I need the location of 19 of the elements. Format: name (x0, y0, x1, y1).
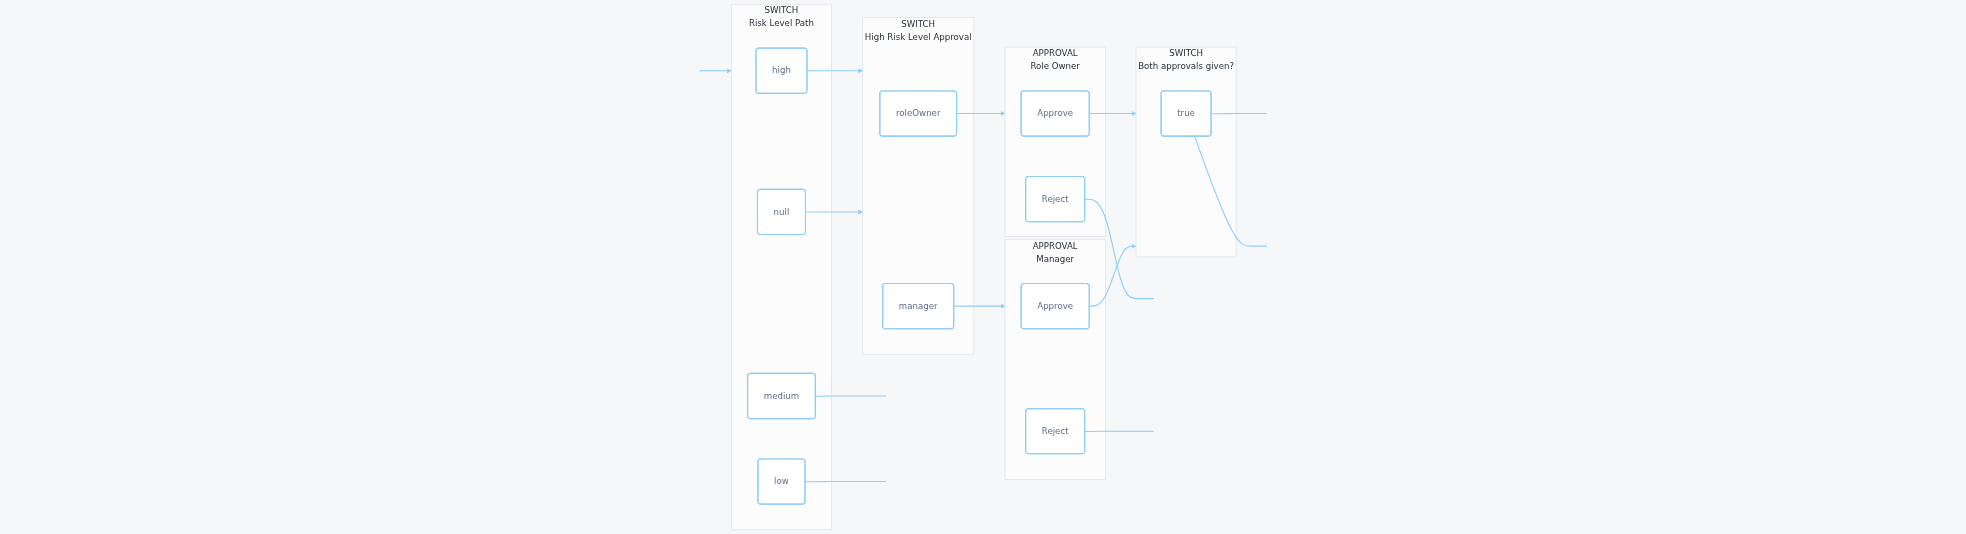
output-port: roleOwner (879, 90, 958, 137)
output-port: low (757, 458, 806, 505)
arrow (698, 68, 732, 74)
connector-line (1084, 430, 1155, 433)
connector-line (804, 481, 887, 483)
arrow (953, 303, 1006, 309)
arrow (956, 111, 1006, 116)
output-port: true (1160, 90, 1212, 137)
output-port: Approve (1020, 90, 1090, 137)
output-port: null (756, 188, 806, 236)
output-port: Approve (1020, 283, 1090, 330)
output-port: Reject (1025, 175, 1086, 223)
connector-line (1194, 135, 1268, 247)
output-port: high (755, 47, 808, 94)
output-port: Reject (1025, 408, 1086, 455)
output-port: manager (882, 283, 955, 330)
connector-line (815, 395, 887, 397)
connector-line (1084, 198, 1155, 300)
output-port: medium (747, 372, 816, 420)
